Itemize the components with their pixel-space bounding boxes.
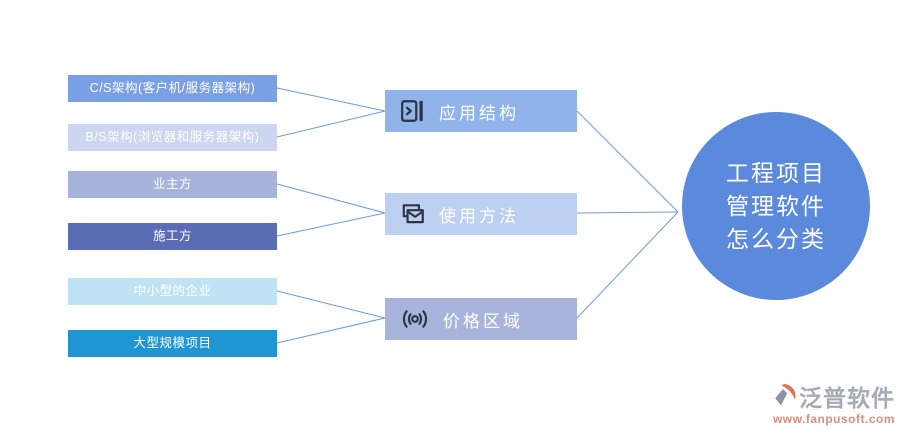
leaf-box-large-scale-project: 大型规模项目: [68, 330, 277, 357]
leaf-box-small-medium-enterprise: 中小型的企业: [68, 278, 277, 305]
door-panel-icon: [401, 100, 423, 122]
leaf-box-bs-architecture: B/S架构(浏览器和服务器架构): [68, 124, 277, 151]
watermark: 泛普软件 www.fanpusoft.com: [771, 379, 895, 426]
watermark-brand: 泛普软件: [799, 385, 895, 411]
category-box-price-range: 价格区域: [385, 298, 577, 340]
center-topic-line: 管理软件: [726, 192, 826, 219]
connector-line: [576, 110, 679, 213]
category-box-application-structure: 应用结构: [385, 90, 577, 132]
connector-line: [276, 87, 386, 112]
connector-line: [276, 317, 386, 344]
category-label: 应用结构: [439, 103, 519, 123]
connector-line: [276, 212, 386, 237]
center-topic-line: 工程项目: [726, 159, 826, 186]
watermark-url: www.fanpusoft.com: [772, 412, 895, 426]
category-label: 价格区域: [443, 311, 523, 331]
connector-line: [576, 211, 679, 319]
category-box-usage-method: 使用方法: [385, 193, 577, 235]
leaf-box-construction-party: 施工方: [68, 223, 277, 250]
connector-line: [576, 211, 679, 214]
category-label: 使用方法: [439, 206, 519, 226]
connector-line: [276, 110, 386, 138]
center-topic-line: 怎么分类: [726, 225, 826, 252]
broadcast-icon: [402, 310, 428, 328]
center-topic-circle: 工程项目 管理软件 怎么分类: [682, 112, 870, 300]
fanpu-logo-icon: [775, 384, 796, 406]
connector-line: [276, 290, 386, 319]
mail-stack-icon: [402, 204, 424, 224]
leaf-box-owner-party: 业主方: [68, 171, 277, 198]
connector-line: [276, 183, 386, 214]
leaf-box-cs-architecture: C/S架构(客户机/服务器架构): [68, 75, 277, 102]
